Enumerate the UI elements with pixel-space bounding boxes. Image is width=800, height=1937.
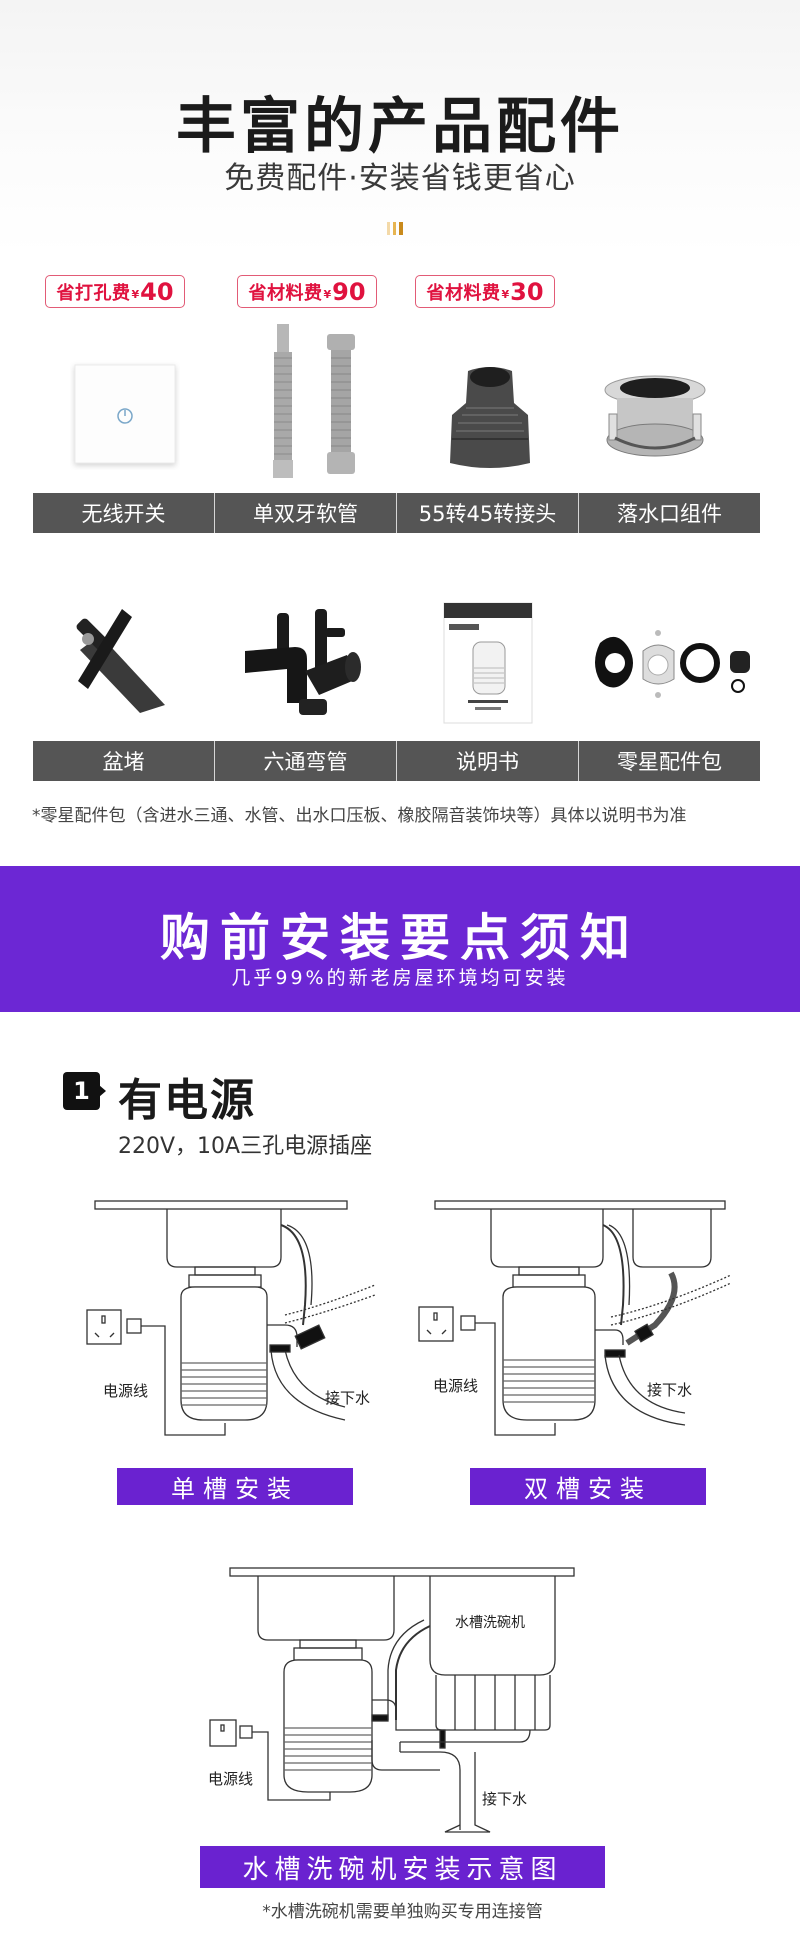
accessories-note: *零星配件包（含进水三通、水管、出水口压板、橡胶隔音装饰块等）具体以说明书为准 <box>32 806 687 826</box>
accessory-label: 55转45转接头 <box>397 493 579 533</box>
accent-mark <box>387 222 390 235</box>
tag-amount: 40 <box>140 277 174 306</box>
single-sink-diagram: 电源线 接下水 <box>85 1195 385 1445</box>
accessory-label: 零星配件包 <box>617 750 722 774</box>
accessory-label: 盆堵 <box>33 741 215 781</box>
tag-text: 省打孔费 <box>56 282 131 304</box>
dishwasher-note: *水槽洗碗机需要单独购买专用连接管 <box>262 1902 543 1922</box>
drain-flange-image <box>595 365 715 470</box>
accessory-label: 单双牙软管 <box>215 493 397 533</box>
sink-stopper-image <box>65 600 185 720</box>
adapter-fitting-image <box>430 360 550 475</box>
dishwasher-label: 水槽洗碗机安装示意图 <box>200 1846 605 1888</box>
accessory-label-bar: 无线开关 单双牙软管 55转45转接头 落水口组件 <box>33 493 760 533</box>
parts-kit-image <box>585 620 755 705</box>
power-cord-label: 电源线 <box>103 1382 149 1400</box>
power-cord-label: 电源线 <box>208 1770 254 1788</box>
tag-text: 省材料费 <box>248 282 323 304</box>
double-sink-diagram: 电源线 接下水 <box>415 1195 735 1445</box>
accessory-label: 落水口组件 <box>617 502 722 526</box>
banner-title: 购前安装要点须知 <box>160 909 640 967</box>
sink-dishwasher-diagram: 水槽洗碗机 电源线 接下水 <box>200 1560 600 1840</box>
accessory-label-bar: 盆堵 六通弯管 说明书 零星配件包 <box>33 741 760 781</box>
page-subtitle: 免费配件·安装省钱更省心 <box>224 161 576 196</box>
accent-mark <box>393 222 396 235</box>
savings-tag: 省材料费¥90 <box>237 275 377 308</box>
savings-tag: 省材料费¥30 <box>415 275 555 308</box>
accessory-label: 说明书 <box>397 741 579 781</box>
currency-symbol: ¥ <box>501 288 510 301</box>
drain-label: 接下水 <box>325 1389 371 1407</box>
accessory-label: 六通弯管 <box>215 741 397 781</box>
section-description: 220V，10A三孔电源插座 <box>118 1134 373 1159</box>
accent-mark <box>399 222 403 235</box>
page-title: 丰富的产品配件 <box>176 92 624 162</box>
double-sink-label: 双槽安装 <box>470 1468 706 1505</box>
drain-label: 接下水 <box>482 1790 528 1808</box>
tag-amount: 90 <box>332 277 366 306</box>
header-section <box>0 0 800 255</box>
install-notice-banner <box>0 866 800 1012</box>
banner-subtitle: 几乎99%的新老房屋环境均可安装 <box>231 967 569 989</box>
appliance-label: 水槽洗碗机 <box>455 1615 525 1631</box>
currency-symbol: ¥ <box>323 288 332 301</box>
single-sink-label: 单槽安装 <box>117 1468 353 1505</box>
tag-amount: 30 <box>510 277 544 306</box>
accessory-label: 无线开关 <box>33 493 215 533</box>
section-title: 有电源 <box>118 1075 256 1126</box>
step-number-badge: 1 <box>63 1072 106 1110</box>
savings-tag: 省打孔费¥40 <box>45 275 185 308</box>
currency-symbol: ¥ <box>131 288 140 301</box>
power-cord-label: 电源线 <box>433 1377 479 1395</box>
tag-text: 省材料费 <box>426 282 501 304</box>
six-way-elbow-image <box>232 600 377 720</box>
wireless-switch-image <box>60 350 190 480</box>
manual-image <box>438 600 538 725</box>
flexible-hose-image <box>255 322 375 482</box>
drain-label: 接下水 <box>647 1381 693 1399</box>
